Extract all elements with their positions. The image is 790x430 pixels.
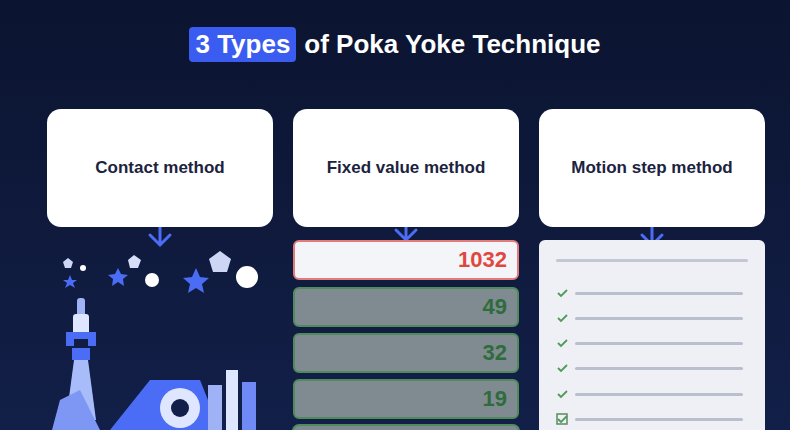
value-number: 1032 (458, 247, 507, 273)
arrow-line (396, 227, 416, 240)
title-row: 3 Types of Poka Yoke Technique (0, 24, 790, 64)
checklist-panel (539, 240, 765, 430)
method-name: Contact method (95, 157, 224, 180)
list-line (575, 317, 743, 320)
list-line (575, 292, 743, 295)
check-mark (558, 315, 567, 321)
value-number: 32 (483, 340, 507, 366)
robot-arm (52, 298, 256, 430)
confetti (63, 251, 258, 293)
highlight-box: 3 Types (189, 27, 296, 62)
check-mark (558, 340, 567, 346)
title-text: of Poka Yoke Technique (304, 29, 600, 60)
value-number: 19 (483, 386, 507, 412)
connector-arrow (396, 227, 416, 240)
title-highlight: 3 Types (195, 29, 290, 60)
text-stack: Motion step method (571, 157, 732, 180)
value-box: 32 (293, 333, 519, 373)
check-mark (558, 416, 567, 422)
list-line (575, 367, 743, 370)
value-box: 1032 (293, 240, 519, 280)
text-stack: Fixed value method (327, 157, 486, 180)
text-stack: Contact method (95, 157, 224, 180)
value-number: 49 (483, 294, 507, 320)
method-name: Motion step method (571, 157, 732, 180)
value-box (293, 425, 519, 430)
list-line (575, 393, 743, 396)
method-card: Contact method (47, 109, 273, 227)
check-mark (558, 391, 567, 397)
method-card: Motion step method (539, 109, 765, 227)
value-box: 19 (293, 379, 519, 419)
method-name: Fixed value method (327, 157, 486, 180)
check-mark (558, 290, 567, 296)
value-box: 49 (293, 287, 519, 327)
check-mark (558, 365, 567, 371)
method-card: Fixed value method (293, 109, 519, 227)
list-line (575, 342, 743, 345)
list-line (575, 418, 743, 421)
checkbox (557, 414, 567, 424)
